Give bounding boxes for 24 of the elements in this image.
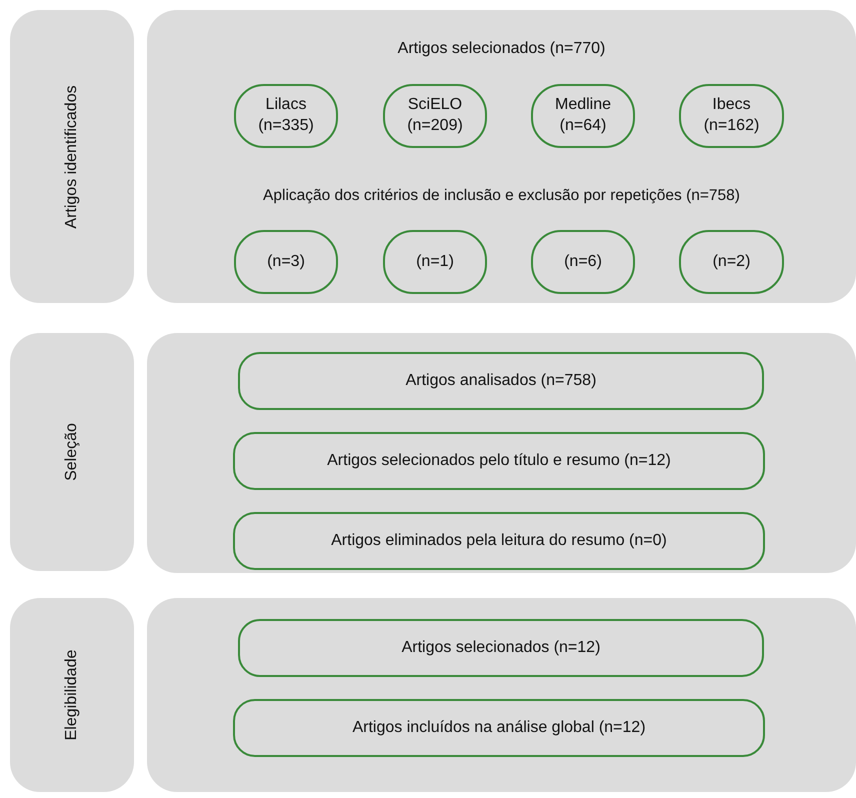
count-pill: (n=2): [679, 230, 784, 294]
group-panel: [147, 10, 856, 303]
stage-label: Artigos identificados: [63, 84, 81, 228]
count-pill: Artigos incluídos na análise global (n=12): [233, 699, 765, 757]
count-pill: Artigos analisados (n=758): [238, 352, 764, 410]
stage-label: Elegibilidade: [63, 650, 81, 740]
count-pill: (n=1): [383, 230, 487, 294]
panel-heading: Aplicação dos critérios de inclusão e exclusão por repetições (n=758): [262, 187, 741, 205]
count-pill: (n=3): [234, 230, 338, 294]
count-pill: Artigos selecionados (n=12): [238, 619, 764, 677]
panel-heading: Artigos selecionados (n=770): [396, 40, 606, 58]
count-pill: SciELO (n=209): [383, 84, 487, 148]
stage-panel: [10, 10, 134, 303]
count-pill: Artigos eliminados pela leitura do resumo (n=0): [233, 512, 765, 570]
group-panel: [147, 333, 856, 573]
count-pill: Lilacs (n=335): [234, 84, 338, 148]
stage-panel: [10, 333, 134, 571]
group-panel: [147, 598, 856, 792]
count-pill: Ibecs (n=162): [679, 84, 784, 148]
count-pill: (n=6): [531, 230, 635, 294]
stage-label: Seleção: [63, 423, 81, 481]
count-pill: Artigos selecionados pelo título e resumo (n=12): [233, 432, 765, 490]
stage-panel: [10, 598, 134, 792]
count-pill: Medline (n=64): [531, 84, 635, 148]
